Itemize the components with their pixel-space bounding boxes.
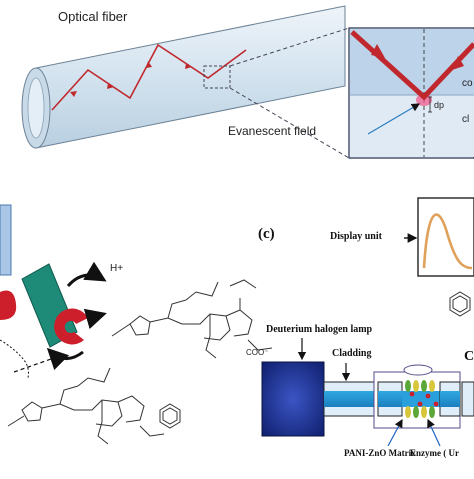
zoom-inset [348, 27, 474, 159]
cladding-label-partial: cl [462, 114, 470, 125]
display-unit-label: Display unit [330, 231, 382, 242]
left-edge-element [0, 204, 12, 276]
edge-label-partial: C [464, 349, 474, 364]
lamp-label: Deuterium halogen lamp [266, 324, 373, 335]
panel-c-letter: (c) [258, 226, 275, 242]
chemical-structure-top [111, 279, 273, 359]
fiber-cladding-segment [323, 381, 379, 417]
optical-fiber [21, 5, 346, 149]
evanescent-field-label: Evanescent field [228, 124, 317, 138]
enzyme-mechanism [0, 261, 107, 379]
pyridinium-ring-bottom [159, 403, 181, 429]
enzyme-pacman [54, 308, 88, 345]
enzyme-left [0, 290, 17, 320]
spectrum-curve [422, 213, 473, 270]
deuterium-lamp [261, 361, 325, 437]
chemical-structure-bottom [7, 367, 165, 445]
zoom-region-box [203, 65, 231, 89]
evanescent-pointer [367, 103, 421, 135]
light-ray-zigzag [51, 43, 247, 111]
cladding-label: Cladding [332, 348, 372, 359]
enzyme-arrow [427, 418, 441, 447]
proton-label: H+ [110, 263, 124, 274]
enzyme-label: Enzyme ( Ur [410, 448, 459, 458]
pani-zno-particles [405, 380, 435, 418]
zoom-line-bottom [229, 87, 350, 159]
carboxylate-label: COO⁻ [246, 348, 269, 357]
display-unit [417, 197, 474, 277]
core-label-partial: co [462, 78, 473, 89]
optical-fiber-label: Optical fiber [58, 9, 128, 24]
penetration-depth-label: dp [434, 100, 445, 110]
enzyme-particles [409, 391, 439, 407]
matrix-label: PANI-ZnO Matrix [344, 448, 416, 458]
matrix-arrow [387, 418, 403, 447]
ray-arrowheads [70, 61, 192, 97]
fiber-exit [461, 381, 474, 417]
sensing-chamber [373, 364, 461, 429]
pyridinium-ring-top [449, 291, 471, 317]
